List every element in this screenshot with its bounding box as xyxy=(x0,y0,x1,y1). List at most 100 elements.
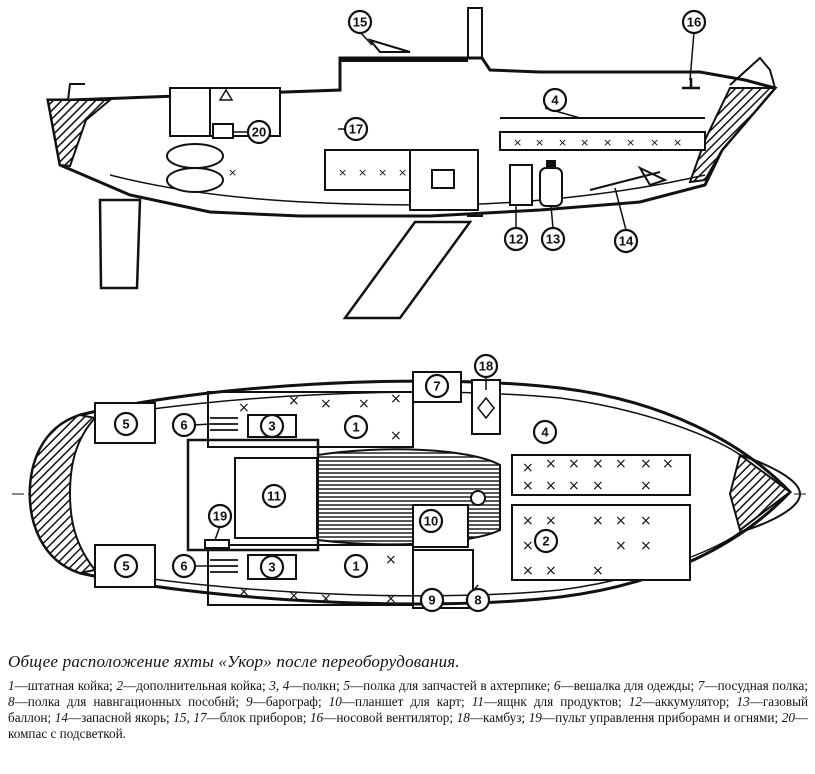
svg-text:×: × xyxy=(650,136,659,149)
legend-text: барограф; xyxy=(265,694,322,709)
svg-text:×: × xyxy=(580,136,589,149)
bow-ventilator xyxy=(682,78,700,90)
legend-number: 2 xyxy=(116,678,124,693)
callout-label: 9 xyxy=(428,593,435,608)
callout-label: 4 xyxy=(551,93,559,108)
svg-text:×: × xyxy=(592,478,604,494)
legend-entry: 3, 4—полкн; xyxy=(269,678,340,693)
legend-entry: 1—штатная койка; xyxy=(8,678,113,693)
callout: 6 xyxy=(171,412,197,438)
berth-1-top xyxy=(207,391,414,448)
callout-label: 14 xyxy=(619,234,634,249)
legend-entry: 11—ящнк для продуктов; xyxy=(471,694,622,709)
svg-text:×: × xyxy=(338,166,347,179)
legend-number: 14 xyxy=(54,710,68,725)
legend-entry: 9—барограф; xyxy=(246,694,322,709)
legend-number: 13 xyxy=(736,694,750,709)
callout: 2 xyxy=(533,528,559,554)
instrument-block-15 xyxy=(367,38,411,53)
callout-label: 16 xyxy=(687,15,701,30)
callout: 5 xyxy=(113,411,139,437)
legend-entry: 7—посудная полка; xyxy=(697,678,809,693)
shelf-4 xyxy=(511,454,691,496)
legend-entry: 6—вешалка для одежды; xyxy=(553,678,695,693)
svg-text:×: × xyxy=(640,456,652,472)
svg-text:×: × xyxy=(522,563,534,579)
legend-entry: 10—планшет для карт; xyxy=(328,694,465,709)
callout: 7 xyxy=(424,373,450,399)
svg-text:×: × xyxy=(640,538,652,554)
svg-text:×: × xyxy=(522,538,534,554)
legend-number: 11 xyxy=(471,694,484,709)
svg-text:×: × xyxy=(626,136,635,149)
legend-text: полкн; xyxy=(302,678,340,693)
svg-text:×: × xyxy=(228,166,237,179)
svg-text:×: × xyxy=(592,456,604,472)
legend-entry: 16—носовой вентилятор; xyxy=(309,710,454,725)
legend-entry: 14—запасной якорь; xyxy=(54,710,170,725)
yacht-layout-diagram: ×××××××× ×××× × 15 16 4 17 20 xyxy=(12,7,808,613)
legend-number: 8 xyxy=(8,694,15,709)
svg-text:×: × xyxy=(320,591,332,607)
callout: 1 xyxy=(343,414,369,440)
plan-stern-hatch xyxy=(28,413,97,575)
legend-number: 9 xyxy=(246,694,253,709)
legend-text: посудная полка; xyxy=(717,678,809,693)
callout: 5 xyxy=(113,553,139,579)
callout: 4 xyxy=(532,419,558,445)
callout-label: 17 xyxy=(349,122,363,137)
callout-label: 1 xyxy=(352,559,359,574)
callout-label: 8 xyxy=(474,593,481,608)
legend-number: 12 xyxy=(628,694,642,709)
callout: 6 xyxy=(171,553,197,579)
svg-text:×: × xyxy=(568,456,580,472)
legend-number: 10 xyxy=(328,694,342,709)
callout-label: 4 xyxy=(541,425,549,440)
svg-text:×: × xyxy=(522,460,534,476)
legend-entry: 18—камбуз; xyxy=(456,710,526,725)
cabin-top xyxy=(340,58,468,62)
callout: 10 xyxy=(418,508,444,534)
legend-text: компас с подсветкой. xyxy=(8,726,126,741)
svg-text:×: × xyxy=(398,166,407,179)
callout: 3 xyxy=(259,413,285,439)
callout-label: 12 xyxy=(509,232,523,247)
callout-label: 5 xyxy=(122,417,129,432)
svg-text:×: × xyxy=(358,396,370,412)
hanger-6 xyxy=(210,417,238,431)
svg-text:×: × xyxy=(640,513,652,529)
legend-number: 19 xyxy=(528,710,542,725)
legend-entry: 8—полка для навнгационных пособнй; xyxy=(8,694,239,709)
legend-text: газовый баллон; xyxy=(8,694,809,725)
callout-label: 6 xyxy=(180,559,187,574)
legend-number: 6 xyxy=(553,678,561,693)
legend-entry: 13—газовый баллон; xyxy=(8,694,809,725)
callout-label: 3 xyxy=(268,560,275,575)
legend-text: камбуз; xyxy=(483,710,526,725)
legend-number: 16 xyxy=(309,710,324,725)
callout: 20 xyxy=(246,119,272,145)
legend-text: ящнк для продуктов; xyxy=(497,694,622,709)
svg-text:×: × xyxy=(545,478,557,494)
svg-text:×: × xyxy=(288,588,300,604)
svg-text:×: × xyxy=(378,166,387,179)
callout-label: 10 xyxy=(424,514,438,529)
callout-label: 19 xyxy=(213,509,227,524)
svg-text:×: × xyxy=(592,563,604,579)
svg-text:×: × xyxy=(603,136,612,149)
side-profile: ×××××××× ×××× × xyxy=(46,7,778,320)
callout-label: 20 xyxy=(252,125,266,140)
svg-text:×: × xyxy=(545,513,557,529)
figure-caption: Общее расположение яхты «Укор» после пер… xyxy=(8,652,808,742)
spare-anchor xyxy=(589,165,668,191)
sail-bag xyxy=(166,167,224,193)
callout-label: 3 xyxy=(268,419,275,434)
callout-label: 13 xyxy=(546,232,560,247)
svg-text:×: × xyxy=(238,584,250,600)
legend-text: блок приборов; xyxy=(219,710,307,725)
svg-text:×: × xyxy=(288,393,300,409)
callout: 16 xyxy=(681,9,707,35)
svg-text:×: × xyxy=(640,478,652,494)
callout-label: 15 xyxy=(353,15,367,30)
legend-number: 1 xyxy=(8,678,15,693)
